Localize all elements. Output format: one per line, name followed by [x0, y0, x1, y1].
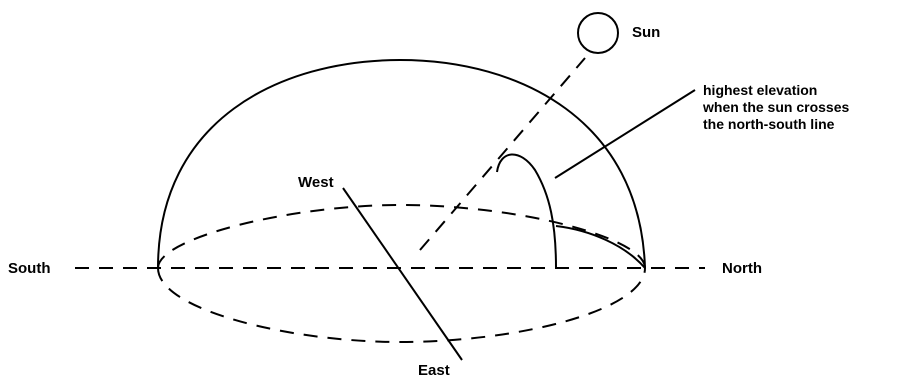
callout-line-3: the north-south line [703, 116, 834, 133]
sun-path-line [420, 58, 585, 250]
north-label: North [722, 260, 762, 277]
sun-icon [578, 13, 618, 53]
sun-label: Sun [632, 24, 660, 41]
horizon-ellipse-back [158, 205, 645, 268]
west-label: West [298, 174, 334, 191]
highest-elevation-arc [497, 154, 556, 268]
south-label: South [8, 260, 51, 277]
horizon-ellipse-front [158, 268, 645, 342]
east-label: East [418, 362, 450, 379]
elevation-ground-arc [556, 226, 645, 268]
callout-line-2: when the sun crosses [703, 99, 849, 116]
callout-pointer [555, 90, 695, 178]
callout-line-1: highest elevation [703, 82, 817, 99]
dome-arc [158, 60, 645, 268]
east-west-line [343, 188, 462, 360]
